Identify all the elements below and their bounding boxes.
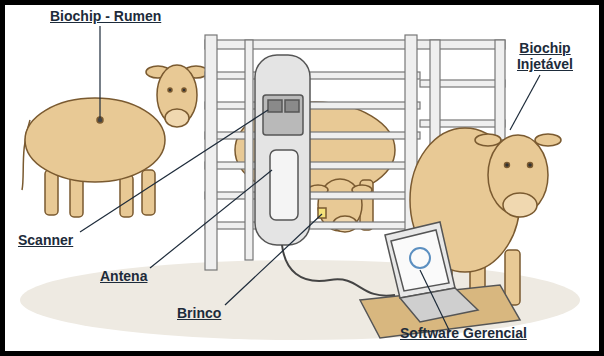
part-label: Biochip Injetável — [500, 40, 590, 72]
illustration — [5, 5, 599, 351]
scanner-panel — [255, 55, 310, 245]
part-label: Brinco — [177, 305, 267, 321]
part-label: Antena — [100, 268, 190, 284]
diagram-canvas: Biochip - RumenBiochip InjetávelScannerA… — [5, 5, 599, 351]
leader-lines — [80, 26, 540, 332]
laptop — [360, 222, 520, 338]
cow-left — [22, 65, 208, 217]
part-label: Software Gerencial — [400, 325, 590, 341]
part-label: Biochip - Rumen — [50, 8, 190, 24]
cable — [282, 245, 395, 296]
part-label: Scanner — [18, 232, 108, 248]
